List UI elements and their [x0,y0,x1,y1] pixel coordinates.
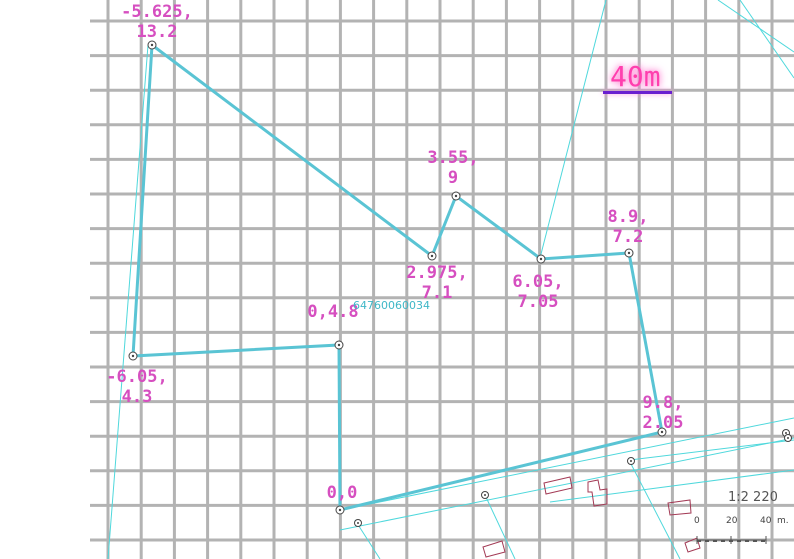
vertex-label-v3: 3.55, 9 [427,148,479,188]
survey-point [784,434,792,442]
grid [90,0,794,559]
vertex-marker [334,340,344,350]
survey-point [481,491,489,499]
scalebar-tick-20: 20 [726,516,738,526]
building [543,476,573,495]
building [667,499,692,516]
vertices [128,40,792,527]
scale-distance-label: 40m [610,60,661,93]
vertex-label-v1: -5.625, 13.2 [121,2,193,42]
scalebar-ruler [696,536,767,544]
auxiliary-lines [107,0,794,559]
building [684,537,701,553]
building-footprints [482,476,701,558]
parcel-boundary[interactable] [131,42,664,512]
map-scale-ratio: 1:2 220 [728,490,778,505]
vertex-label-v2: 2.975, 7.1 [406,263,468,303]
scalebar-tick-40: 40 [760,516,772,526]
vertex-label-v5: 8.9, 7.2 [607,207,649,247]
vertex-marker [427,251,437,261]
survey-point [627,457,635,465]
vertex-marker [657,427,667,437]
vertex-marker [536,254,546,264]
vertex-marker [624,248,634,258]
vertex-label-v9: -6.05, 4.3 [106,367,168,407]
scale-bar [603,91,672,94]
vertex-marker [128,351,138,361]
vertex-label-v6: 9.8, 2.05 [642,393,684,433]
scalebar-unit: m. [777,516,789,526]
vertex-label-v4: 6.05, 7.05 [512,272,564,312]
survey-point [354,519,362,527]
parcel-id-label: 64760060034 [353,299,430,312]
building [587,479,608,507]
scalebar-tick-0: 0 [694,516,700,526]
vertex-marker [451,191,461,201]
vertex-label-v7: 0,0 [326,483,358,503]
vertex-marker [147,40,157,50]
building [482,540,506,558]
vertex-marker [335,505,345,515]
vertex-label-v8: 0,4.8 [307,302,359,322]
